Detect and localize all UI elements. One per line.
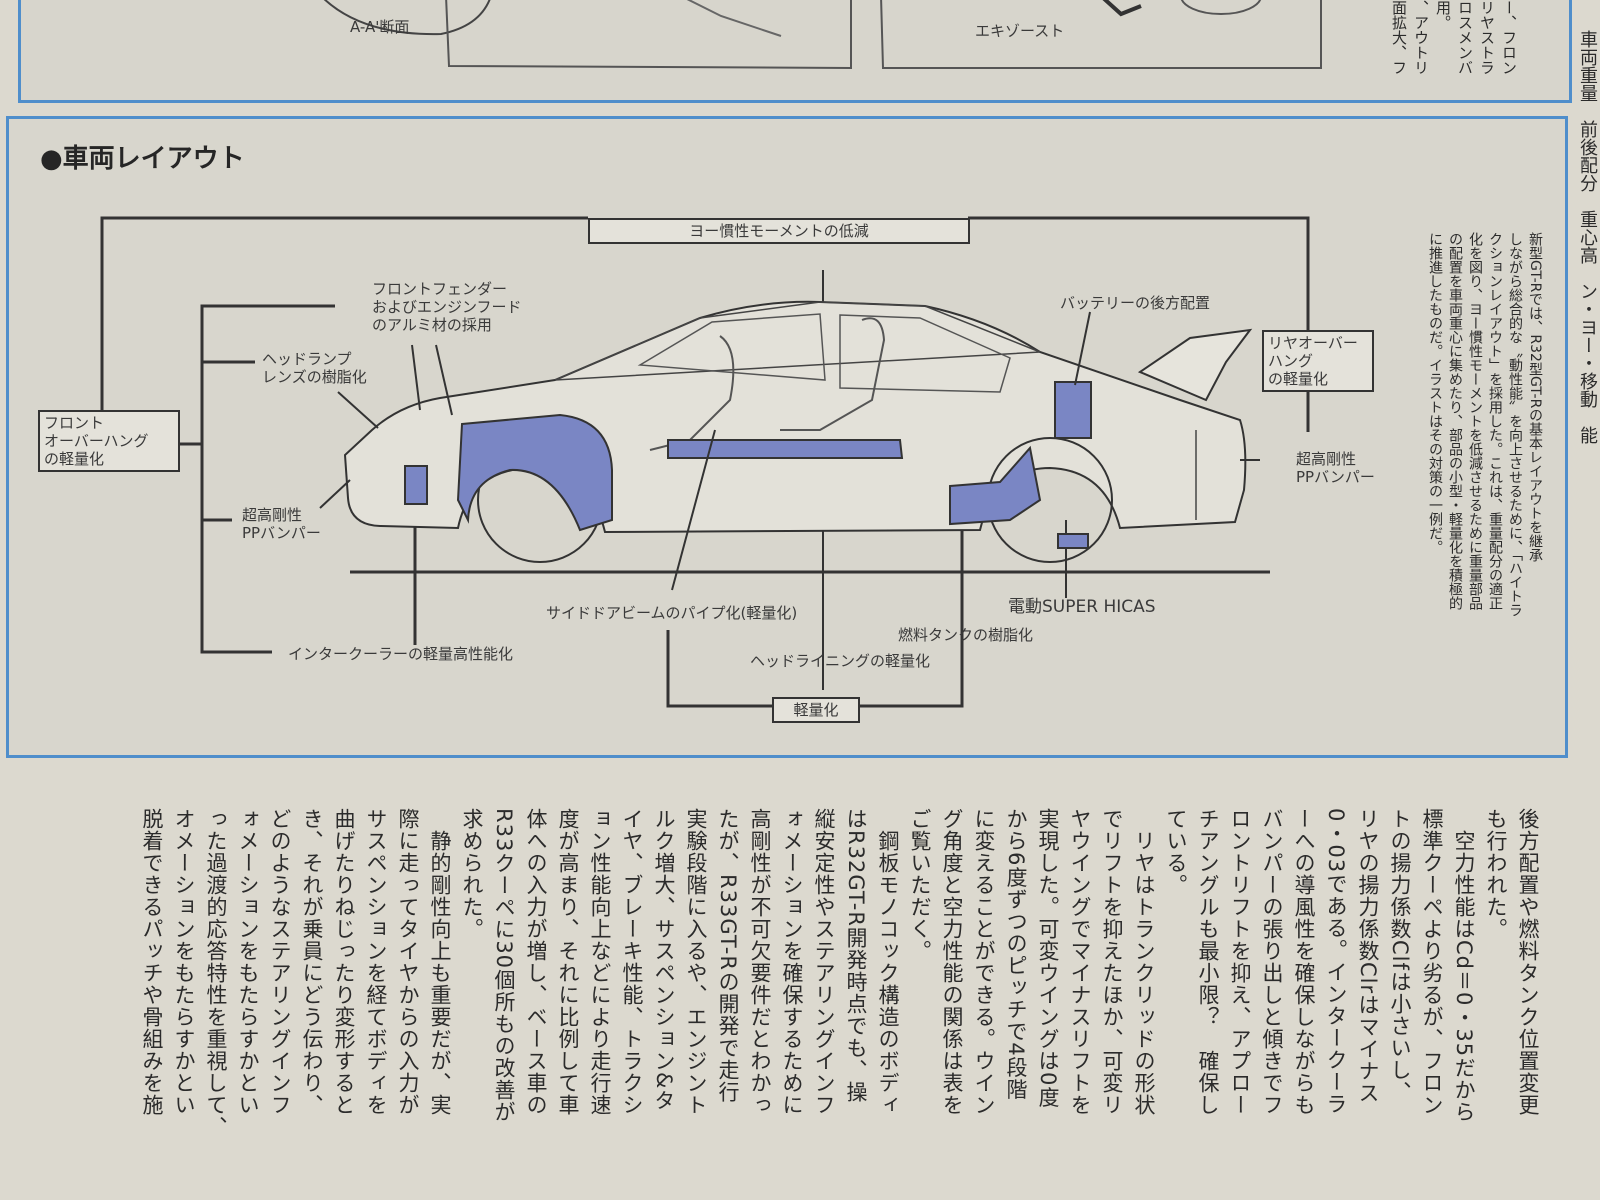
- body-line: R33クーペに30個所もの改善が: [492, 808, 516, 1124]
- body-line: トの揚力係数Clfは小さいし、: [1388, 808, 1412, 1103]
- side-note-line: の配置を車両重心に集めたり、部品の小型・軽量化を積極的: [1447, 232, 1463, 610]
- top-right-text: ー、フロン リヤストラ ロスメンバ 用。 、アウトリ 面拡大、フ: [1340, 0, 1520, 100]
- body-line: ョン性能向上などにより走行速: [588, 808, 612, 1116]
- body-line: でリフトを抑えたほか、可変リ: [1100, 808, 1124, 1116]
- body-line: 空力性能はCd＝0・35だから: [1452, 808, 1476, 1124]
- body-line: ルク増大、サスペンション&タ: [652, 808, 676, 1112]
- body-line: 静的剛性向上も重要だが、実: [428, 808, 452, 1116]
- yaw-moment-label: ヨー慣性モーメントの低減: [588, 218, 970, 244]
- body-line: ーへの導風性を確保しながらも: [1292, 808, 1316, 1116]
- rear-overhang-line: の軽量化: [1268, 370, 1329, 388]
- intercooler-label: インタークーラーの軽量高性能化: [288, 645, 514, 663]
- body-line: った過渡的応答特性を重視して、: [204, 808, 228, 1138]
- top-figure-drawing: [323, 0, 1322, 70]
- lightweight-label: 軽量化: [772, 697, 860, 723]
- headlamp-line: レンズの樹脂化: [262, 368, 367, 386]
- front-overhang-label: フロント オーバーハング の軽量化: [38, 410, 180, 472]
- rear-bumper-line: PPバンパー: [1296, 468, 1375, 486]
- side-door-beam-label: サイドドアビームのパイプ化(軽量化): [546, 604, 798, 622]
- top-figure-box: [18, 0, 1572, 103]
- side-note-line: しながら総合的な〝動性能〟を向上させるために、「ハイトラ: [1507, 232, 1523, 617]
- body-line: 後方配置や燃料タンク位置変更: [1516, 808, 1540, 1116]
- front-fender-label: フロントフェンダー およびエンジンフード のアルミ材の採用: [372, 280, 522, 334]
- body-line: グ角度と空力性能の関係は表を: [940, 808, 964, 1116]
- headlamp-line: ヘッドランプ: [262, 350, 352, 368]
- body-line: 縦安定性やステアリングインフ: [812, 808, 836, 1116]
- rear-bumper-line: 超高剛性: [1296, 450, 1357, 468]
- rear-overhang-label: リヤオーバー ハング の軽量化: [1262, 330, 1374, 392]
- front-fender-line: およびエンジンフード: [372, 298, 522, 316]
- top-right-line: 面拡大、フ: [1390, 0, 1408, 75]
- top-right-line: ロスメンバ: [1456, 0, 1474, 75]
- far-right-column: 車両重量 前後配分 重心高 ン・ヨー・移動 能: [1577, 30, 1598, 444]
- top-right-line: リヤストラ: [1478, 0, 1496, 75]
- body-line: オメーションをもたらすかとい: [172, 808, 196, 1116]
- front-bumper-line: 超高剛性: [242, 506, 303, 524]
- super-hicas-label: 電動SUPER HICAS: [1008, 597, 1156, 617]
- body-line: ている。: [1164, 808, 1188, 896]
- body-line: から6度ずつのピッチで4段階: [1004, 808, 1028, 1101]
- headlamp-label: ヘッドランプ レンズの樹脂化: [262, 350, 367, 386]
- top-right-line: ー、フロン: [1500, 0, 1518, 75]
- front-fender-line: のアルミ材の採用: [372, 316, 492, 334]
- body-line: 0・03である。インタークーラ: [1324, 808, 1348, 1116]
- body-line: 曲げたりねじったり変形すると: [332, 808, 356, 1116]
- body-line: 脱着できるパッチや骨組みを施: [140, 808, 164, 1116]
- battery-label: バッテリーの後方配置: [1060, 294, 1211, 312]
- side-note-line: クションレイアウト」を採用した。これは、重量配分の適正: [1487, 232, 1503, 610]
- body-line: バンパーの張り出しと傾きでフ: [1260, 808, 1284, 1116]
- body-line: 度が高まり、それに比例して車: [556, 808, 580, 1116]
- front-overhang-line: フロント: [44, 414, 105, 432]
- top-right-line: 、アウトリ: [1412, 0, 1430, 75]
- top-right-line: 用。: [1434, 0, 1452, 30]
- fuel-tank-label: 燃料タンクの樹脂化: [898, 626, 1034, 644]
- body-line: も行われた。: [1484, 808, 1508, 940]
- body-line: 高剛性が不可欠要件だとわかっ: [748, 808, 772, 1116]
- layout-title: ●車両レイアウト: [40, 144, 245, 174]
- body-line: リヤの揚力係数Clrはマイナス: [1356, 808, 1380, 1105]
- body-line: ヤウイングでマイナスリフトを: [1068, 808, 1092, 1116]
- car-layout-diagram: [100, 216, 1310, 708]
- body-line: サスペンションを経てボディを: [364, 808, 388, 1116]
- front-overhang-line: オーバーハング: [44, 432, 149, 450]
- body-line: ォメーションをもたらすかとい: [236, 808, 260, 1116]
- rear-overhang-line: ハング: [1268, 352, 1314, 370]
- body-line: 実現した。可変ウイングは0度: [1036, 808, 1060, 1109]
- body-line: どのようなステアリングインフ: [268, 808, 292, 1116]
- front-bumper-label: 超高剛性 PPバンパー: [242, 506, 321, 542]
- headlining-label: ヘッドライニングの軽量化: [750, 652, 931, 670]
- front-overhang-line: の軽量化: [44, 450, 105, 468]
- body-line: たが、R33GT-Rの開発で走行: [716, 808, 740, 1103]
- exhaust-label: エキゾースト: [975, 22, 1065, 40]
- side-note-line: に推進したものだ。イラストはその対策の一例だ。: [1427, 232, 1443, 554]
- body-line: 体への入力が増し、ベース車の: [524, 808, 548, 1116]
- rear-bumper-label: 超高剛性 PPバンパー: [1296, 450, 1375, 486]
- body-line: に変えることができる。ウイン: [972, 808, 996, 1116]
- body-line: イヤ、ブレーキ性能、トラクシ: [620, 808, 644, 1116]
- body-text: 後方配置や燃料タンク位置変更 も行われた。 空力性能はCd＝0・35だから 標準…: [14, 808, 1544, 1188]
- diagram-side-note: 新型GT-Rでは、R32型GT-Rの基本レイアウトを継承 しながら総合的な〝動性…: [1395, 232, 1545, 722]
- body-line: ご覧いただく。: [908, 808, 932, 962]
- side-note-line: 化を図り、ヨー慣性モーメントを低減させるために重量部品: [1467, 232, 1483, 610]
- body-line: き、それが乗員にどう伝わり、: [300, 808, 324, 1116]
- body-line: リヤはトランクリッドの形状: [1132, 808, 1156, 1116]
- body-line: ォメーションを確保するために: [780, 808, 804, 1116]
- side-note-line: 新型GT-Rでは、R32型GT-Rの基本レイアウトを継承: [1527, 232, 1543, 563]
- body-line: ロントリフトを抑え、アプロー: [1228, 808, 1252, 1116]
- body-line: はR32GT-R開発時点でも、操: [844, 808, 868, 1103]
- body-line: 鋼板モノコック構造のボディ: [876, 808, 900, 1116]
- front-bumper-line: PPバンパー: [242, 524, 321, 542]
- body-line: 実験段階に入るや、エンジント: [684, 808, 708, 1116]
- section-label: A-A'断面: [350, 18, 410, 36]
- body-line: 際に走ってタイヤからの入力が: [396, 808, 420, 1116]
- body-line: チアングルも最小限？ 確保し: [1196, 808, 1220, 1116]
- rear-overhang-line: リヤオーバー: [1268, 334, 1358, 352]
- body-line: 求められた。: [460, 808, 484, 940]
- body-line: 標準クーペより劣るが、フロン: [1420, 808, 1444, 1116]
- front-fender-line: フロントフェンダー: [372, 280, 508, 298]
